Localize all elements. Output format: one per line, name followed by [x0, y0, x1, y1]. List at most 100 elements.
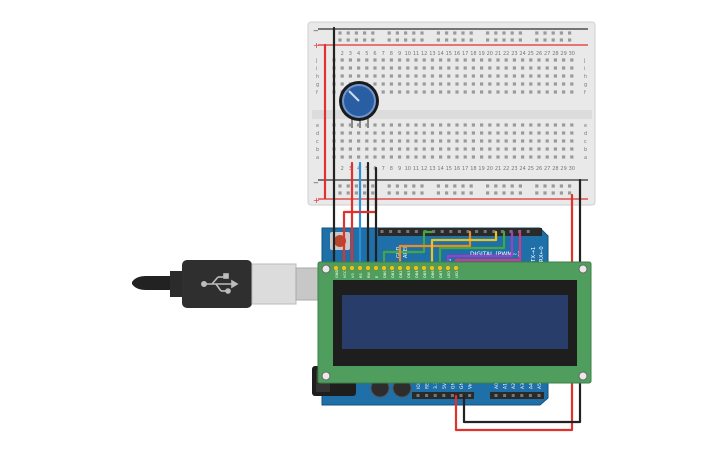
rail-hole[interactable] [387, 38, 391, 42]
rail-hole[interactable] [420, 31, 424, 35]
breadboard-hole[interactable] [430, 82, 434, 86]
breadboard-hole[interactable] [422, 123, 426, 127]
arduino-power-pin[interactable] [450, 394, 454, 397]
rail-hole[interactable] [453, 184, 457, 188]
rail-hole[interactable] [469, 191, 473, 195]
breadboard-hole[interactable] [439, 82, 443, 86]
breadboard-hole[interactable] [529, 66, 533, 70]
breadboard-hole[interactable] [381, 147, 385, 151]
rail-hole[interactable] [469, 31, 473, 35]
breadboard-hole[interactable] [562, 131, 566, 135]
rail-hole[interactable] [469, 184, 473, 188]
breadboard-hole[interactable] [422, 147, 426, 151]
breadboard-hole[interactable] [406, 82, 410, 86]
breadboard-hole[interactable] [480, 123, 484, 127]
breadboard-hole[interactable] [398, 82, 402, 86]
breadboard-hole[interactable] [381, 66, 385, 70]
breadboard-hole[interactable] [406, 123, 410, 127]
arduino-digital-pin[interactable] [380, 230, 384, 233]
breadboard-hole[interactable] [471, 139, 475, 143]
rail-hole[interactable] [486, 38, 490, 42]
breadboard-hole[interactable] [406, 131, 410, 135]
breadboard-hole[interactable] [340, 82, 344, 86]
lcd-pin[interactable] [421, 265, 427, 271]
rail-hole[interactable] [486, 31, 490, 35]
breadboard-hole[interactable] [570, 155, 574, 159]
breadboard-hole[interactable] [471, 66, 475, 70]
rail-hole[interactable] [502, 38, 506, 42]
breadboard-hole[interactable] [529, 90, 533, 94]
arduino-power-pin[interactable] [416, 394, 420, 397]
breadboard-hole[interactable] [512, 139, 516, 143]
breadboard-hole[interactable] [537, 74, 541, 78]
breadboard-hole[interactable] [422, 90, 426, 94]
usb-cable[interactable] [132, 260, 319, 308]
breadboard-hole[interactable] [570, 74, 574, 78]
breadboard-hole[interactable] [455, 139, 459, 143]
breadboard-hole[interactable] [570, 82, 574, 86]
breadboard-hole[interactable] [447, 123, 451, 127]
breadboard-hole[interactable] [389, 66, 393, 70]
rail-hole[interactable] [494, 184, 498, 188]
breadboard-hole[interactable] [389, 58, 393, 62]
breadboard-hole[interactable] [422, 74, 426, 78]
rail-hole[interactable] [461, 191, 465, 195]
rail-hole[interactable] [395, 38, 399, 42]
breadboard-hole[interactable] [496, 131, 500, 135]
breadboard-hole[interactable] [373, 123, 377, 127]
breadboard-hole[interactable] [414, 155, 418, 159]
breadboard-hole[interactable] [398, 74, 402, 78]
rail-hole[interactable] [363, 184, 367, 188]
lcd-pin[interactable] [341, 265, 347, 271]
breadboard-hole[interactable] [496, 147, 500, 151]
breadboard-hole[interactable] [521, 147, 525, 151]
breadboard-hole[interactable] [455, 147, 459, 151]
breadboard-hole[interactable] [562, 155, 566, 159]
rail-hole[interactable] [568, 191, 572, 195]
breadboard-hole[interactable] [545, 123, 549, 127]
breadboard-hole[interactable] [545, 82, 549, 86]
breadboard-hole[interactable] [348, 66, 352, 70]
rail-hole[interactable] [518, 184, 522, 188]
breadboard-hole[interactable] [463, 66, 467, 70]
rail-hole[interactable] [395, 184, 399, 188]
breadboard-hole[interactable] [545, 90, 549, 94]
rail-hole[interactable] [420, 191, 424, 195]
breadboard-hole[interactable] [439, 131, 443, 135]
breadboard-hole[interactable] [406, 147, 410, 151]
rail-hole[interactable] [354, 184, 358, 188]
rail-hole[interactable] [494, 191, 498, 195]
breadboard-hole[interactable] [471, 82, 475, 86]
breadboard-hole[interactable] [373, 58, 377, 62]
arduino-digital-pin[interactable] [432, 230, 436, 233]
wire-green-rs[interactable] [382, 230, 434, 270]
breadboard-hole[interactable] [471, 131, 475, 135]
rail-hole[interactable] [535, 184, 539, 188]
lcd-pin[interactable] [389, 265, 395, 271]
breadboard-hole[interactable] [348, 155, 352, 159]
breadboard-hole[interactable] [529, 139, 533, 143]
rail-hole[interactable] [445, 191, 449, 195]
breadboard-hole[interactable] [398, 58, 402, 62]
arduino-digital-pin[interactable] [414, 230, 418, 233]
breadboard-hole[interactable] [553, 74, 557, 78]
breadboard-hole[interactable] [365, 123, 369, 127]
rail-hole[interactable] [354, 31, 358, 35]
breadboard-hole[interactable] [512, 90, 516, 94]
breadboard-hole[interactable] [504, 123, 508, 127]
breadboard-hole[interactable] [406, 139, 410, 143]
lcd-pin[interactable] [437, 265, 443, 271]
breadboard-hole[interactable] [406, 155, 410, 159]
rail-hole[interactable] [543, 184, 547, 188]
rail-hole[interactable] [461, 31, 465, 35]
rail-hole[interactable] [510, 191, 514, 195]
breadboard-hole[interactable] [504, 155, 508, 159]
rail-hole[interactable] [543, 38, 547, 42]
breadboard-hole[interactable] [562, 139, 566, 143]
breadboard-hole[interactable] [430, 74, 434, 78]
breadboard-hole[interactable] [488, 123, 492, 127]
breadboard-hole[interactable] [480, 131, 484, 135]
breadboard-hole[interactable] [381, 155, 385, 159]
breadboard-hole[interactable] [422, 155, 426, 159]
breadboard-hole[interactable] [447, 131, 451, 135]
